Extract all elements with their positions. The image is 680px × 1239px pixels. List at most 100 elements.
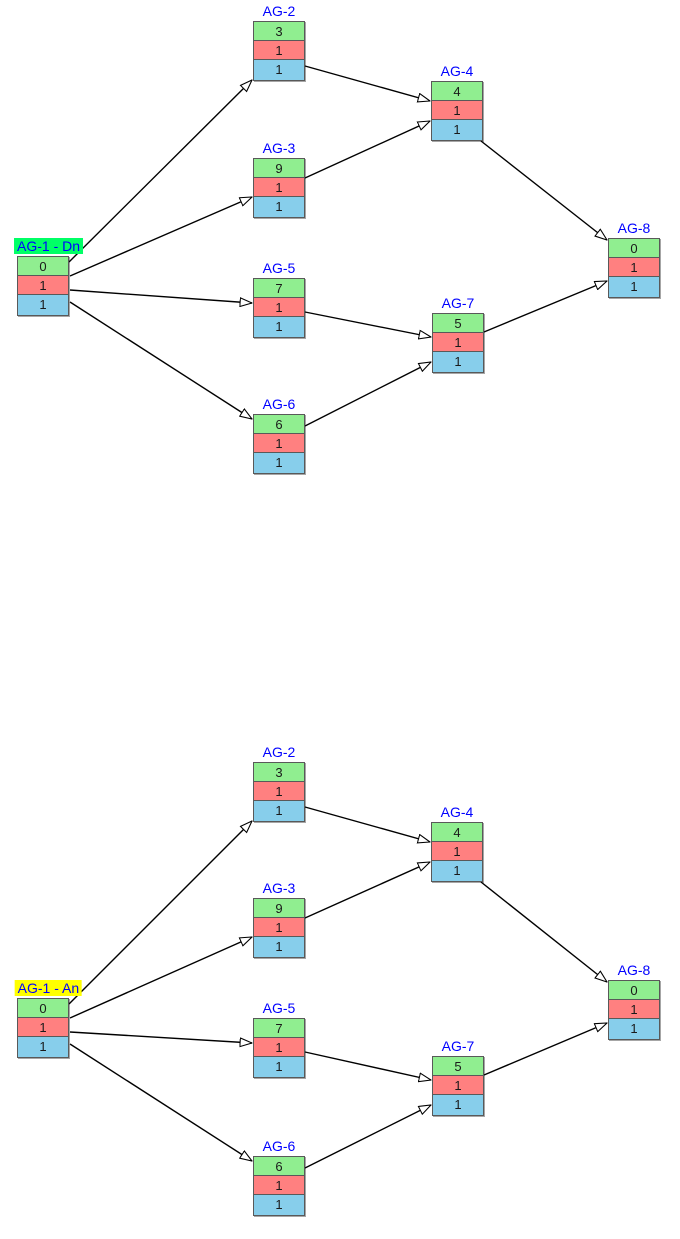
node-cell-red: 1 xyxy=(254,41,304,60)
node-cell-green: 7 xyxy=(254,279,304,298)
edge-ag-1-to-ag-2-bottom-graph xyxy=(68,821,252,1005)
edge-ag-3-to-ag-4-top-graph xyxy=(304,121,430,179)
node-cell-green: 3 xyxy=(254,22,304,41)
node-label: AG-3 xyxy=(262,140,296,156)
node-label-highlighted: AG-1 - An xyxy=(14,980,83,996)
node-value-box: 5 1 1 xyxy=(432,1056,484,1116)
node-value-box: 0 1 1 xyxy=(17,256,69,316)
node-value-box: 9 1 1 xyxy=(253,898,305,958)
node-ag-2-bottom-graph[interactable]: AG-2 3 1 1 xyxy=(253,744,305,822)
node-label: AG-8 xyxy=(617,962,651,978)
node-cell-green: 7 xyxy=(254,1019,304,1038)
node-value-box: 0 1 1 xyxy=(17,998,69,1058)
node-cell-green: 0 xyxy=(609,239,659,258)
node-cell-red: 1 xyxy=(18,1018,68,1037)
node-cell-red: 1 xyxy=(433,333,483,352)
node-cell-blue: 1 xyxy=(254,197,304,217)
edge-ag-5-to-ag-7-top-graph xyxy=(304,311,431,337)
node-cell-green: 9 xyxy=(254,159,304,178)
node-cell-green: 4 xyxy=(432,823,482,842)
node-cell-red: 1 xyxy=(254,178,304,197)
node-label-highlighted: AG-1 - Dn xyxy=(14,238,84,254)
edge-ag-1-to-ag-2-top-graph xyxy=(68,80,252,263)
node-label: AG-4 xyxy=(440,63,474,79)
node-cell-blue: 1 xyxy=(254,1057,304,1077)
node-ag-1-top-graph[interactable]: AG-1 - Dn 0 1 1 xyxy=(14,238,84,316)
node-ag-5-top-graph[interactable]: AG-5 7 1 1 xyxy=(253,260,305,338)
node-value-box: 5 1 1 xyxy=(432,313,484,373)
node-ag-4-bottom-graph[interactable]: AG-4 4 1 1 xyxy=(431,804,483,882)
node-value-box: 0 1 1 xyxy=(608,238,660,298)
edge-ag-4-to-ag-8-top-graph xyxy=(480,140,607,240)
node-cell-blue: 1 xyxy=(18,295,68,315)
node-cell-red: 1 xyxy=(609,258,659,277)
node-cell-green: 9 xyxy=(254,899,304,918)
node-cell-red: 1 xyxy=(254,782,304,801)
node-value-box: 4 1 1 xyxy=(431,81,483,141)
node-cell-red: 1 xyxy=(609,1000,659,1019)
node-ag-6-bottom-graph[interactable]: AG-6 6 1 1 xyxy=(253,1138,305,1216)
node-label: AG-8 xyxy=(617,220,651,236)
node-ag-7-bottom-graph[interactable]: AG-7 5 1 1 xyxy=(432,1038,484,1116)
edge-ag-5-to-ag-7-bottom-graph xyxy=(304,1051,431,1080)
node-ag-4-top-graph[interactable]: AG-4 4 1 1 xyxy=(431,63,483,141)
edge-ag-1-to-ag-3-top-graph xyxy=(69,196,252,277)
node-cell-green: 0 xyxy=(609,981,659,1000)
node-cell-red: 1 xyxy=(254,1176,304,1195)
node-value-box: 6 1 1 xyxy=(253,414,305,474)
edge-ag-6-to-ag-7-top-graph xyxy=(304,362,431,427)
node-value-box: 4 1 1 xyxy=(431,822,483,882)
node-value-box: 9 1 1 xyxy=(253,158,305,218)
node-ag-5-bottom-graph[interactable]: AG-5 7 1 1 xyxy=(253,1000,305,1078)
node-cell-green: 5 xyxy=(433,1057,483,1076)
node-label: AG-5 xyxy=(262,1000,296,1016)
edge-ag-1-to-ag-6-top-graph xyxy=(69,301,252,419)
node-label: AG-7 xyxy=(441,1038,475,1054)
node-cell-blue: 1 xyxy=(433,1095,483,1115)
node-cell-red: 1 xyxy=(432,842,482,861)
node-ag-7-top-graph[interactable]: AG-7 5 1 1 xyxy=(432,295,484,373)
node-value-box: 3 1 1 xyxy=(253,762,305,822)
node-ag-3-top-graph[interactable]: AG-3 9 1 1 xyxy=(253,140,305,218)
node-cell-blue: 1 xyxy=(609,277,659,297)
edge-ag-1-to-ag-5-top-graph xyxy=(69,289,252,303)
node-label: AG-6 xyxy=(262,396,296,412)
edge-ag-6-to-ag-7-bottom-graph xyxy=(304,1105,431,1169)
node-label: AG-7 xyxy=(441,295,475,311)
node-ag-6-top-graph[interactable]: AG-6 6 1 1 xyxy=(253,396,305,474)
node-cell-red: 1 xyxy=(254,434,304,453)
node-label: AG-2 xyxy=(262,744,296,760)
node-ag-2-top-graph[interactable]: AG-2 3 1 1 xyxy=(253,3,305,81)
edge-ag-2-to-ag-4-bottom-graph xyxy=(304,806,430,842)
node-cell-red: 1 xyxy=(254,1038,304,1057)
node-cell-green: 6 xyxy=(254,1157,304,1176)
node-label: AG-5 xyxy=(262,260,296,276)
edge-ag-7-to-ag-8-top-graph xyxy=(483,280,607,333)
node-cell-green: 4 xyxy=(432,82,482,101)
node-ag-8-bottom-graph[interactable]: AG-8 0 1 1 xyxy=(608,962,660,1040)
node-cell-green: 5 xyxy=(433,314,483,333)
node-cell-blue: 1 xyxy=(254,937,304,957)
node-cell-red: 1 xyxy=(18,276,68,295)
node-label: AG-2 xyxy=(262,3,296,19)
node-cell-blue: 1 xyxy=(432,120,482,140)
node-cell-green: 3 xyxy=(254,763,304,782)
node-cell-blue: 1 xyxy=(254,317,304,337)
node-cell-blue: 1 xyxy=(18,1037,68,1057)
node-cell-red: 1 xyxy=(254,918,304,937)
node-cell-blue: 1 xyxy=(254,801,304,821)
node-cell-blue: 1 xyxy=(254,1195,304,1215)
node-cell-red: 1 xyxy=(254,298,304,317)
node-ag-1-bottom-graph[interactable]: AG-1 - An 0 1 1 xyxy=(14,980,83,1058)
node-label: AG-6 xyxy=(262,1138,296,1154)
edge-ag-1-to-ag-3-bottom-graph xyxy=(69,937,252,1019)
node-value-box: 7 1 1 xyxy=(253,278,305,338)
node-value-box: 0 1 1 xyxy=(608,980,660,1040)
node-cell-blue: 1 xyxy=(254,60,304,80)
node-value-box: 3 1 1 xyxy=(253,21,305,81)
node-cell-blue: 1 xyxy=(254,453,304,473)
node-ag-3-bottom-graph[interactable]: AG-3 9 1 1 xyxy=(253,880,305,958)
node-cell-blue: 1 xyxy=(609,1019,659,1039)
node-ag-8-top-graph[interactable]: AG-8 0 1 1 xyxy=(608,220,660,298)
